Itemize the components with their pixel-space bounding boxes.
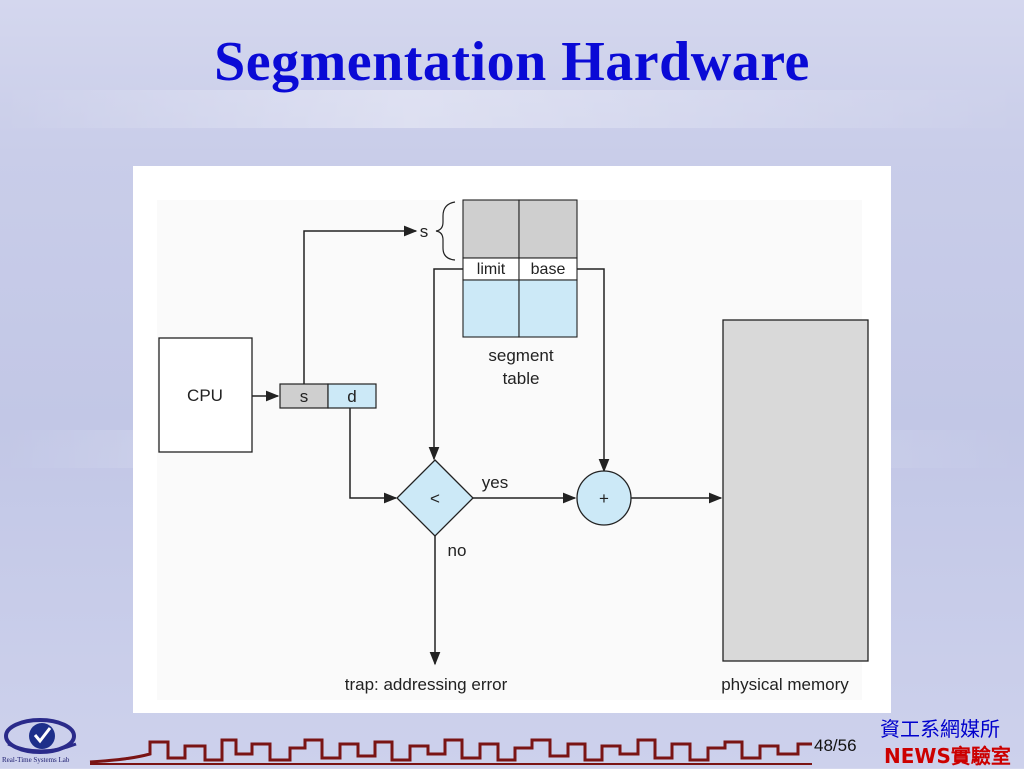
yes-label: yes [482,473,508,492]
segment-index-arrow [303,225,418,384]
table-caption-line1: segment [488,346,553,365]
table-lower-base-cell [518,279,578,338]
no-label: no [448,541,467,560]
page-current: 48 [814,736,833,755]
compare-symbol: < [430,489,440,508]
skyline-outline [89,738,812,764]
diagram-canvas: CPU s d s limit base segment table < [157,199,869,700]
logo-caption: Real-Time Systems Lab [2,756,70,764]
page-number: 48/56 [814,736,857,756]
cpu-box [158,337,253,453]
limit-to-compare-arrow [428,268,463,461]
address-d-field [327,383,377,409]
lab-name-line1: 資工系網媒所 [880,717,1000,741]
cpu-label: CPU [187,386,223,405]
lab-name-line2: NEWS實驗室 [884,744,1011,768]
address-d-label: d [347,387,356,406]
slide-title: Segmentation Hardware [214,31,810,93]
lab-logo [4,718,77,754]
base-to-adder-arrow [577,268,610,473]
segmentation-diagram: CPU s d s limit base segment table < [133,166,891,713]
limit-header: limit [477,261,506,278]
footer-decoration [89,738,812,765]
physical-memory-label: physical memory [721,675,849,694]
table-lower-limit-cell [462,279,520,338]
table-upper-base-cell [518,199,578,259]
physical-memory-box [722,319,869,662]
page-total: 56 [837,736,857,755]
address-s-field [279,383,329,409]
address-s-label: s [300,387,309,406]
trap-label: trap: addressing error [345,675,508,694]
index-brace [435,201,456,261]
table-upper-limit-cell [462,199,520,259]
base-header: base [531,261,566,278]
offset-to-compare-arrow [349,408,398,504]
page-separator: / [832,736,838,755]
add-symbol: + [599,489,609,508]
index-s-label: s [420,222,429,241]
table-caption-line2: table [503,369,540,388]
background-streak [0,90,1024,128]
